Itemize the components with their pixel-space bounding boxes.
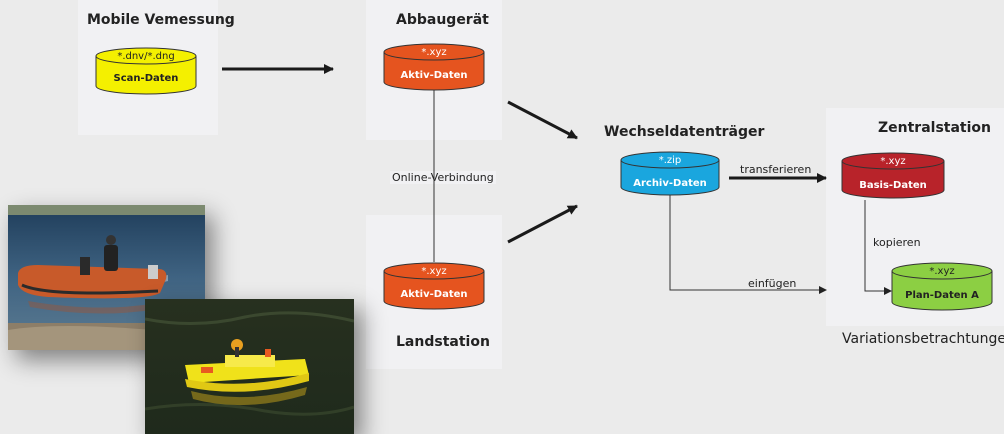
archiv-daten-label: Archiv-Daten — [633, 178, 707, 189]
kopieren-label: kopieren — [873, 236, 921, 249]
scan-daten-cylinder[interactable]: *.dnv/*.dng Scan-Daten — [95, 47, 197, 95]
basis-daten-ext: *.xyz — [880, 156, 905, 167]
arrow-einfuegen — [669, 195, 827, 294]
arrow-land-to-wechsel — [507, 204, 578, 244]
zentral-title: Zentralstation — [878, 120, 992, 136]
basis-daten-cylinder[interactable]: *.xyz Basis-Daten — [841, 152, 945, 199]
wechsel-title: Wechseldatenträger — [604, 124, 765, 140]
arrow-kopieren — [864, 200, 892, 295]
arrow-abbau-to-wechsel — [507, 100, 578, 140]
land-aktiv-daten-ext: *.xyz — [421, 266, 446, 277]
plan-daten-cylinder[interactable]: *.xyz Plan-Daten A — [891, 262, 993, 311]
variations-label: Variationsbetrachtungen — [842, 331, 1004, 347]
basis-daten-label: Basis-Daten — [859, 180, 927, 191]
transferieren-label: transferieren — [740, 163, 812, 176]
mobile-title: Mobile Vemessung — [87, 12, 235, 28]
yellow-catamaran-photo — [145, 299, 354, 434]
scan-daten-ext: *.dnv/*.dng — [117, 51, 174, 62]
abbau-aktiv-daten-ext: *.xyz — [421, 47, 446, 58]
land-title: Landstation — [396, 334, 490, 350]
archiv-daten-ext: *.zip — [659, 155, 682, 166]
plan-daten-label: Plan-Daten A — [905, 290, 979, 301]
land-aktiv-daten-cylinder[interactable]: *.xyz Aktiv-Daten — [383, 262, 485, 310]
abbau-title: Abbaugerät — [396, 12, 489, 28]
scan-daten-label: Scan-Daten — [114, 73, 179, 84]
einfuegen-label: einfügen — [748, 277, 797, 290]
abbau-aktiv-daten-cylinder[interactable]: *.xyz Aktiv-Daten — [383, 43, 485, 91]
plan-daten-ext: *.xyz — [929, 266, 954, 277]
online-label: Online-Verbindung — [390, 171, 496, 184]
land-aktiv-daten-label: Aktiv-Daten — [401, 289, 468, 300]
abbau-aktiv-daten-label: Aktiv-Daten — [401, 70, 468, 81]
archiv-daten-cylinder[interactable]: *.zip Archiv-Daten — [620, 151, 720, 196]
